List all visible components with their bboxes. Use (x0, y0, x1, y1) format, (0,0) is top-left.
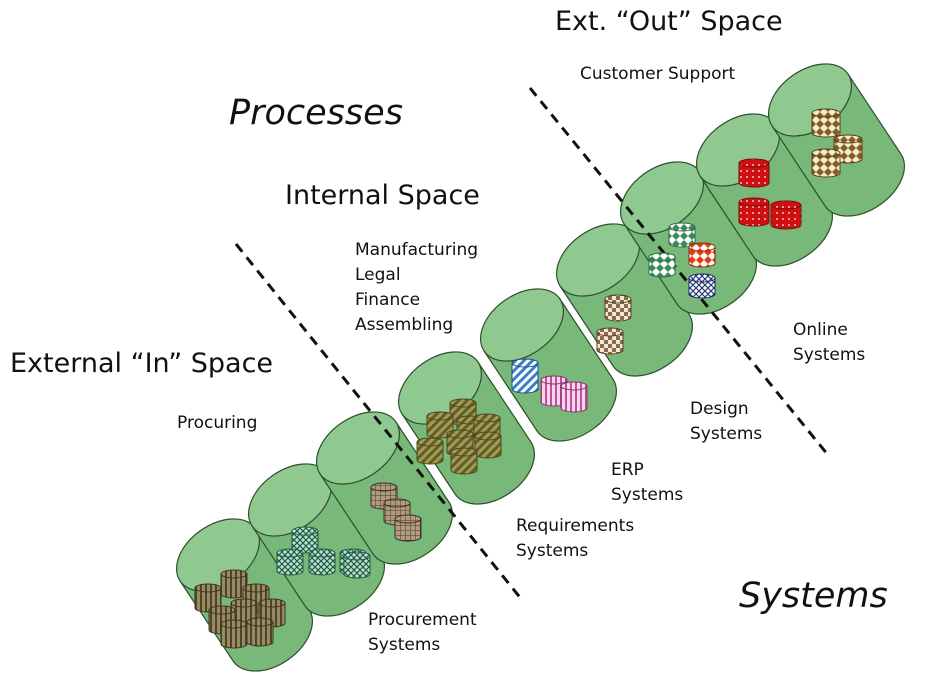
database-icon (511, 358, 539, 394)
database-icon (474, 431, 502, 459)
database-icon (811, 108, 841, 138)
online-systems-label: Online Systems (793, 318, 865, 368)
design-systems-line-1: Design (690, 399, 749, 419)
space-dividers (234, 87, 830, 601)
database-icon (833, 134, 863, 164)
procuring-label: Procuring (177, 413, 258, 433)
database-icon (394, 514, 422, 542)
design-systems-label: Design Systems (690, 397, 762, 447)
erp-systems-label: ERP Systems (611, 458, 683, 508)
database-icon (770, 200, 802, 230)
database-icon (738, 197, 770, 227)
legal-label: Legal (355, 265, 401, 285)
online-systems-line-2: Systems (793, 345, 866, 365)
external-in-space-heading: External “In” Space (10, 348, 274, 379)
systems-heading: Systems (739, 576, 888, 616)
procurement-systems-label: Procurement Systems (368, 608, 477, 658)
database-icon (604, 294, 632, 322)
database-icon (450, 447, 478, 475)
database-icons (194, 108, 863, 649)
finance-label: Finance (355, 290, 421, 310)
database-icon (194, 583, 222, 613)
online-systems-line-1: Online (793, 320, 848, 340)
erp-systems-line-1: ERP (611, 460, 644, 480)
customer-support-label: Customer Support (580, 64, 736, 84)
database-icon (560, 381, 588, 413)
requirements-systems-label: Requirements Systems (516, 514, 634, 564)
assembling-label: Assembling (355, 315, 454, 335)
database-icon (738, 158, 770, 188)
divider-external-internal (234, 243, 524, 601)
divider-internal-external-out (528, 87, 830, 456)
internal-space-heading: Internal Space (285, 180, 480, 211)
procurement-systems-line-2: Systems (368, 635, 441, 655)
database-icon (668, 222, 696, 248)
procurement-systems-line-1: Procurement (368, 610, 477, 630)
requirements-systems-line-1: Requirements (516, 516, 635, 536)
database-icon (648, 252, 676, 278)
database-icon (688, 242, 716, 268)
database-icon (811, 148, 841, 178)
internal-process-list: Manufacturing Legal Finance Assembling (355, 238, 478, 338)
ext-out-space-heading: Ext. “Out” Space (555, 6, 783, 37)
processes-heading: Processes (229, 93, 403, 133)
erp-systems-line-2: Systems (611, 485, 684, 505)
database-icon (343, 551, 371, 579)
design-systems-line-2: Systems (690, 424, 763, 444)
database-icon (426, 411, 454, 439)
manufacturing-label: Manufacturing (355, 240, 479, 260)
requirements-systems-line-2: Systems (516, 541, 589, 561)
database-icon (308, 548, 336, 576)
database-icon (246, 617, 274, 647)
database-icon (688, 273, 716, 299)
database-icon (276, 548, 304, 576)
database-icon (596, 327, 624, 355)
database-icon (220, 619, 248, 649)
database-icon (416, 437, 444, 465)
